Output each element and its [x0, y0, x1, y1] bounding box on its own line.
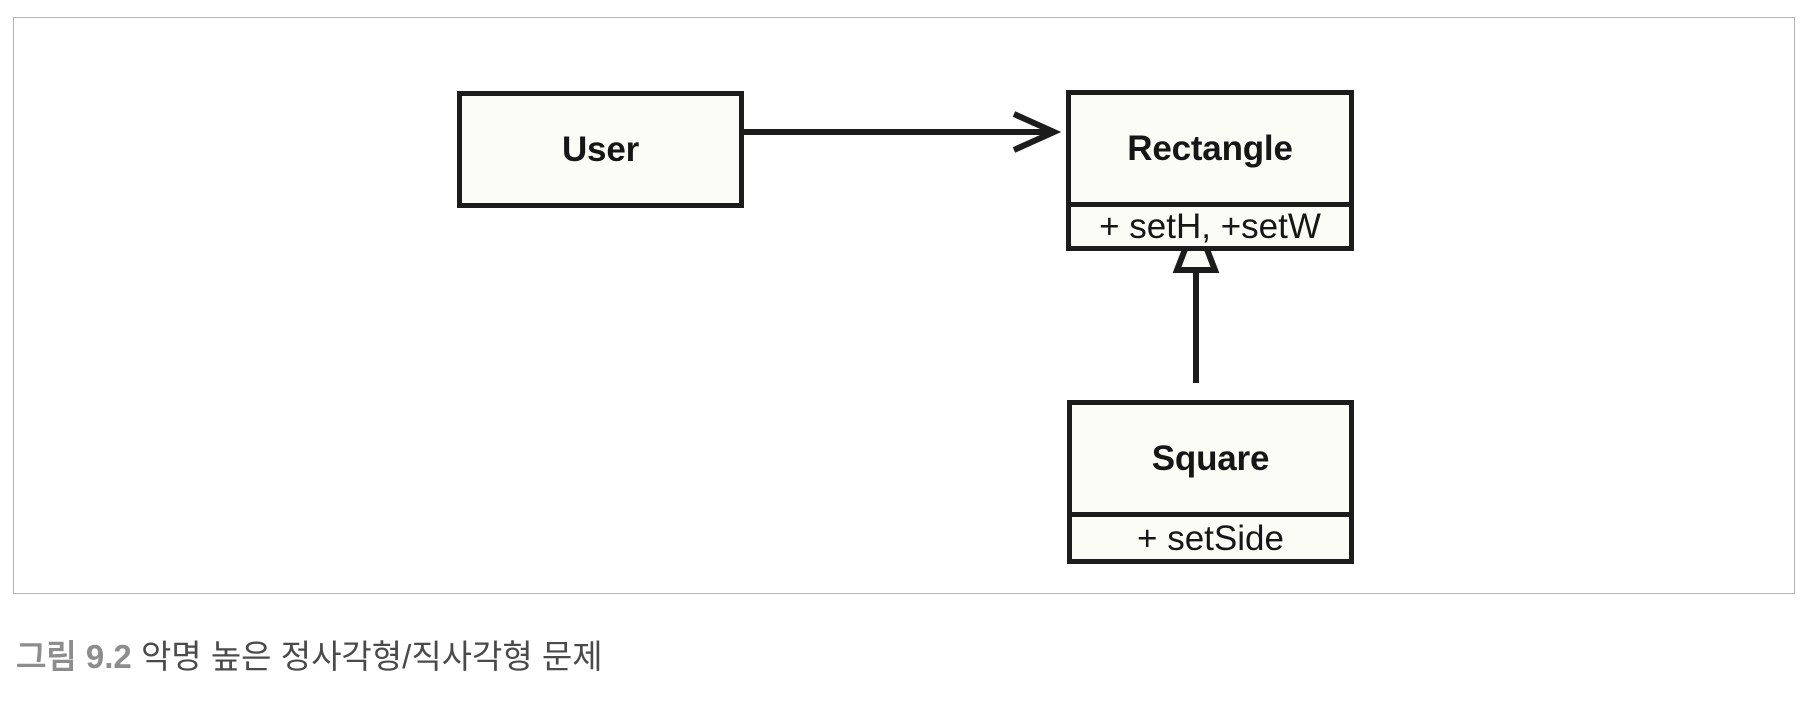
figure-frame: User Rectangle + setH, +setW Square + se…	[13, 17, 1795, 594]
uml-class-rectangle-operations-compartment: + setH, +setW	[1071, 202, 1349, 246]
uml-class-rectangle-operations: + setH, +setW	[1099, 207, 1321, 246]
uml-class-square-name-compartment: Square	[1072, 405, 1349, 512]
uml-class-user-name: User	[561, 130, 640, 169]
uml-class-rectangle[interactable]: Rectangle + setH, +setW	[1066, 90, 1354, 251]
diagram-connectors	[731, 111, 1220, 383]
uml-class-user-name-compartment: User	[462, 96, 739, 203]
uml-class-rectangle-name: Rectangle	[1127, 129, 1293, 168]
uml-class-user[interactable]: User	[457, 91, 744, 208]
association-user-to-rectangle	[731, 111, 1062, 153]
figure-caption-label: 그림 9.2	[16, 638, 132, 675]
figure-caption-space	[132, 638, 141, 675]
figure-caption: 그림 9.2 악명 높은 정사각형/직사각형 문제	[16, 636, 603, 677]
uml-class-square[interactable]: Square + setSide	[1067, 400, 1354, 564]
association-arrowhead-open-stick	[1012, 111, 1062, 153]
uml-class-square-name: Square	[1151, 439, 1270, 478]
uml-class-square-operations-compartment: + setSide	[1072, 512, 1349, 559]
uml-class-square-operations: + setSide	[1137, 518, 1284, 558]
figure-caption-text: 악명 높은 정사각형/직사각형 문제	[140, 638, 603, 675]
uml-class-rectangle-name-compartment: Rectangle	[1071, 95, 1349, 202]
